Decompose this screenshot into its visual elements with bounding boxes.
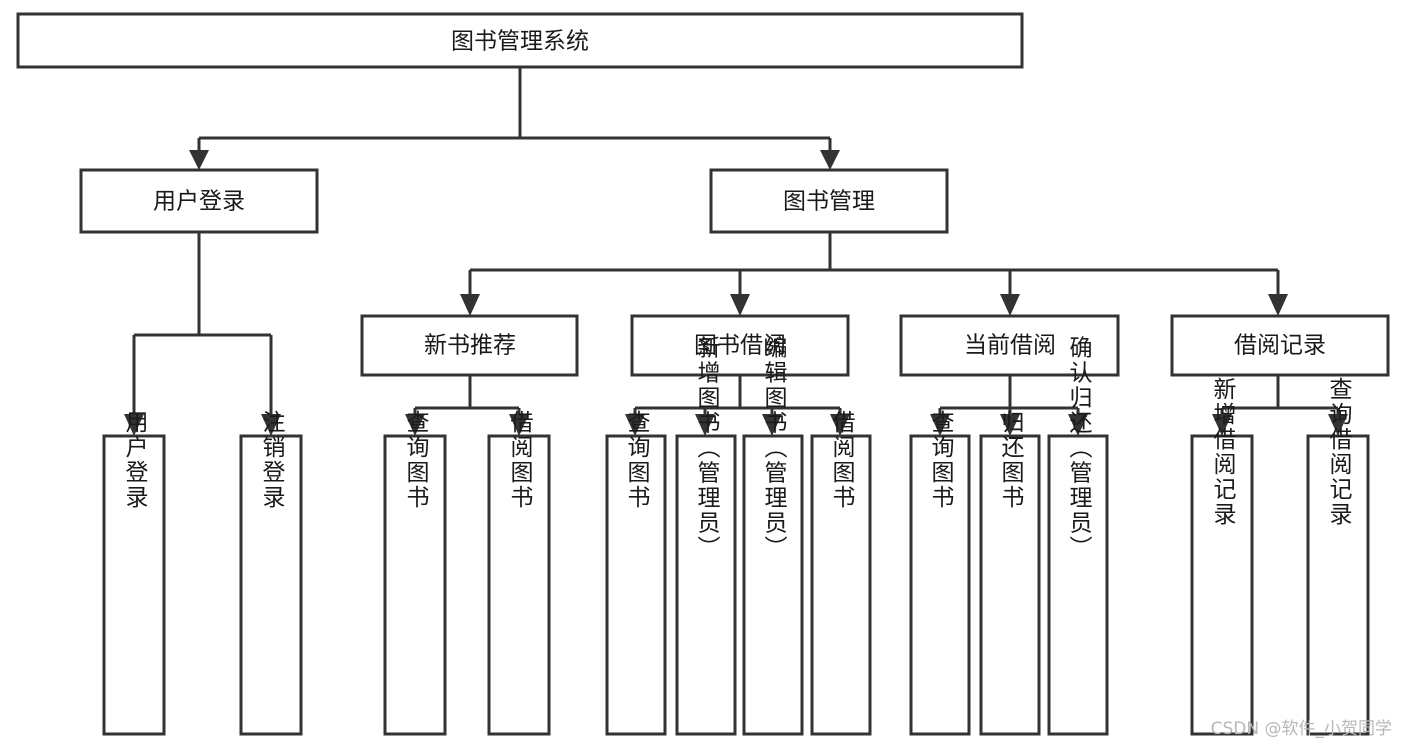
node-new-book-recommend[interactable]: 新书推荐	[360, 314, 579, 377]
node-current-borrow[interactable]: 当前借阅	[899, 314, 1120, 377]
connector-layer	[124, 67, 1348, 436]
arrowhead-leaf-add-book	[695, 414, 715, 436]
arrowhead-leaf-user-logout	[261, 414, 281, 436]
arrowhead-leaf-query-book-3	[930, 414, 950, 436]
arrowhead-leaf-borrow-book-2	[830, 414, 850, 436]
leaf-query-book-2[interactable]: 查询图书	[605, 410, 667, 736]
leaf-add-book-label: 新增图书（管理员）	[693, 336, 721, 561]
leaf-user-login-box[interactable]	[102, 434, 166, 736]
arrowhead-leaf-return-book	[1000, 414, 1020, 436]
node-root-label: 图书管理系统	[451, 29, 589, 55]
node-borrow-record-label: 借阅记录	[1234, 333, 1326, 359]
arrowhead-borrow-record	[1268, 294, 1288, 316]
leaf-query-record[interactable]: 查询借阅记录	[1306, 377, 1370, 736]
arrowhead-leaf-edit-book	[762, 414, 782, 436]
leaf-edit-book-label: 编辑图书（管理员）	[760, 336, 788, 561]
leaf-query-book-1[interactable]: 查询图书	[383, 410, 447, 736]
node-book-management-box[interactable]	[709, 168, 949, 234]
leaf-query-book-2-label: 查询图书	[623, 410, 651, 510]
leaf-borrow-book-1[interactable]: 借阅图书	[487, 410, 551, 736]
leaf-add-book-box[interactable]	[675, 434, 737, 736]
leaf-borrow-book-2-label: 借阅图书	[828, 410, 856, 510]
arrowhead-book-management	[820, 150, 840, 170]
node-user-login[interactable]: 用户登录	[79, 168, 319, 234]
leaf-borrow-book-1-box[interactable]	[487, 434, 551, 736]
arrowhead-user-login	[189, 150, 209, 170]
leaf-query-book-3[interactable]: 查询图书	[909, 410, 971, 736]
leaf-return-book-label: 归还图书	[997, 410, 1025, 510]
node-new-book-recommend-box[interactable]	[360, 314, 579, 377]
leaf-user-login-label: 用户登录	[121, 410, 149, 510]
leaf-user-logout[interactable]: 注销登录	[239, 410, 303, 736]
node-root-box[interactable]	[16, 12, 1024, 69]
node-user-login-label: 用户登录	[153, 189, 245, 215]
leaf-query-record-label: 查询借阅记录	[1325, 377, 1353, 527]
leaf-query-book-1-box[interactable]	[383, 434, 447, 736]
leaf-query-book-3-box[interactable]	[909, 434, 971, 736]
arrowhead-new-book-recommend	[460, 294, 480, 316]
arrowhead-leaf-query-book-2	[625, 414, 645, 436]
leaf-query-book-1-label: 查询图书	[402, 410, 430, 510]
leaf-borrow-book-2-box[interactable]	[810, 434, 872, 736]
node-book-management-label: 图书管理	[783, 189, 875, 215]
leaf-user-login[interactable]: 用户登录	[102, 410, 166, 736]
leaf-user-logout-label: 注销登录	[258, 410, 286, 510]
leaf-query-record-box[interactable]	[1306, 434, 1370, 736]
leaf-return-book-box[interactable]	[979, 434, 1041, 736]
leaf-edit-book-box[interactable]	[742, 434, 804, 736]
leaf-query-book-3-label: 查询图书	[927, 410, 955, 510]
leaf-query-book-2-box[interactable]	[605, 434, 667, 736]
arrowhead-leaf-borrow-book-1	[509, 414, 529, 436]
leaf-confirm-return-box[interactable]	[1047, 434, 1109, 736]
node-root[interactable]: 图书管理系统	[16, 12, 1024, 69]
leaf-add-record-box[interactable]	[1190, 434, 1254, 736]
node-borrow-record-box[interactable]	[1170, 314, 1390, 377]
node-new-book-recommend-label: 新书推荐	[424, 333, 516, 359]
node-book-borrow-label: 图书借阅	[694, 333, 786, 359]
node-book-borrow-box[interactable]	[630, 314, 850, 377]
leaf-add-record[interactable]: 新增借阅记录	[1190, 377, 1254, 736]
leaf-add-record-label: 新增借阅记录	[1209, 377, 1237, 527]
leaf-borrow-book-1-label: 借阅图书	[506, 410, 534, 510]
leaf-return-book[interactable]: 归还图书	[979, 410, 1041, 736]
leaf-confirm-return[interactable]: 确认归还（管理员）	[1047, 336, 1109, 736]
node-book-management[interactable]: 图书管理	[709, 168, 949, 234]
csdn-watermark: CSDN @软件_小贺同学	[1211, 719, 1392, 739]
arrowhead-leaf-add-record	[1212, 414, 1232, 436]
leaf-user-logout-box[interactable]	[239, 434, 303, 736]
arrowhead-leaf-query-record	[1328, 414, 1348, 436]
leaf-confirm-return-label: 确认归还（管理员）	[1065, 336, 1093, 561]
node-current-borrow-box[interactable]	[899, 314, 1120, 377]
leaf-edit-book[interactable]: 编辑图书（管理员）	[742, 336, 804, 736]
arrowhead-leaf-user-login	[124, 414, 144, 436]
arrowhead-current-borrow	[1000, 294, 1020, 316]
arrowhead-leaf-confirm-return	[1068, 414, 1088, 436]
arrowhead-book-borrow	[730, 294, 750, 316]
node-borrow-record[interactable]: 借阅记录	[1170, 314, 1390, 377]
arrowhead-leaf-query-book-1	[405, 414, 425, 436]
node-user-login-box[interactable]	[79, 168, 319, 234]
leaf-borrow-book-2[interactable]: 借阅图书	[810, 410, 872, 736]
leaf-add-book[interactable]: 新增图书（管理员）	[675, 336, 737, 736]
node-book-borrow[interactable]: 图书借阅	[630, 314, 850, 377]
node-current-borrow-label: 当前借阅	[964, 333, 1056, 359]
